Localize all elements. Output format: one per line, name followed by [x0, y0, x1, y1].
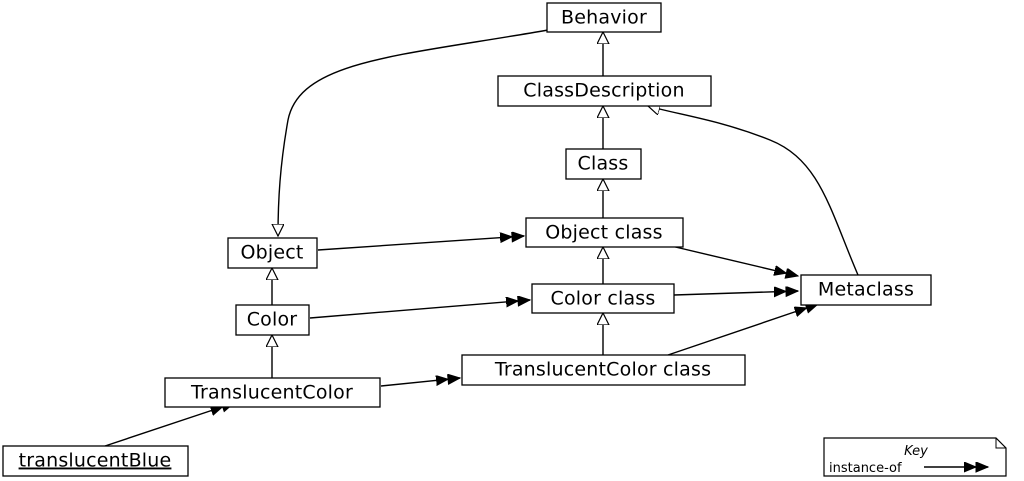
legend-fold-corner	[995, 438, 1006, 449]
node-classdescription: ClassDescription	[497, 75, 712, 107]
edge-colorclass-instanceof-metaclass	[673, 291, 798, 295]
node-colorclass-label: Color class	[550, 288, 655, 310]
edge-object-to-behavior	[278, 29, 549, 236]
legend-instance-of-label: instance-of	[829, 461, 902, 476]
node-objectclass-label: Object class	[545, 222, 663, 244]
node-objectclass: Object class	[525, 217, 684, 248]
legend-key: Key instance-of	[823, 437, 1007, 477]
edge-color-instanceof-colorclass	[309, 300, 530, 319]
edge-translucentcolorclass-instanceof-metaclass	[667, 304, 818, 356]
node-colorclass: Color class	[531, 283, 675, 314]
node-metaclass: Metaclass	[800, 274, 932, 306]
node-object-label: Object	[240, 242, 303, 264]
node-class: Class	[565, 148, 642, 180]
node-translucentblue: translucentBlue	[2, 445, 189, 477]
node-color: Color	[235, 304, 310, 336]
legend-title: Key	[904, 444, 928, 459]
node-classdescription-label: ClassDescription	[523, 80, 684, 102]
node-translucentcolorclass: TranslucentColor class	[461, 354, 746, 386]
node-translucentcolorclass-label: TranslucentColor class	[494, 359, 711, 381]
edge-translucentblue-instanceof-translucentcolor	[104, 403, 234, 447]
node-translucentcolor-label: TranslucentColor	[190, 382, 353, 404]
node-metaclass-label: Metaclass	[818, 279, 914, 301]
node-color-label: Color	[247, 309, 298, 331]
edge-metaclass-to-classdescription	[648, 106, 859, 276]
node-translucentblue-label: translucentBlue	[19, 450, 172, 472]
node-behavior: Behavior	[546, 2, 662, 33]
node-class-label: Class	[578, 153, 629, 175]
node-object: Object	[227, 237, 318, 269]
edge-objectclass-instanceof-metaclass	[666, 244, 798, 276]
node-translucentcolor: TranslucentColor	[164, 377, 381, 408]
edge-object-instanceof-objectclass	[317, 236, 524, 251]
node-behavior-label: Behavior	[561, 7, 647, 29]
edge-translucentcolor-instanceof-class	[380, 378, 460, 387]
